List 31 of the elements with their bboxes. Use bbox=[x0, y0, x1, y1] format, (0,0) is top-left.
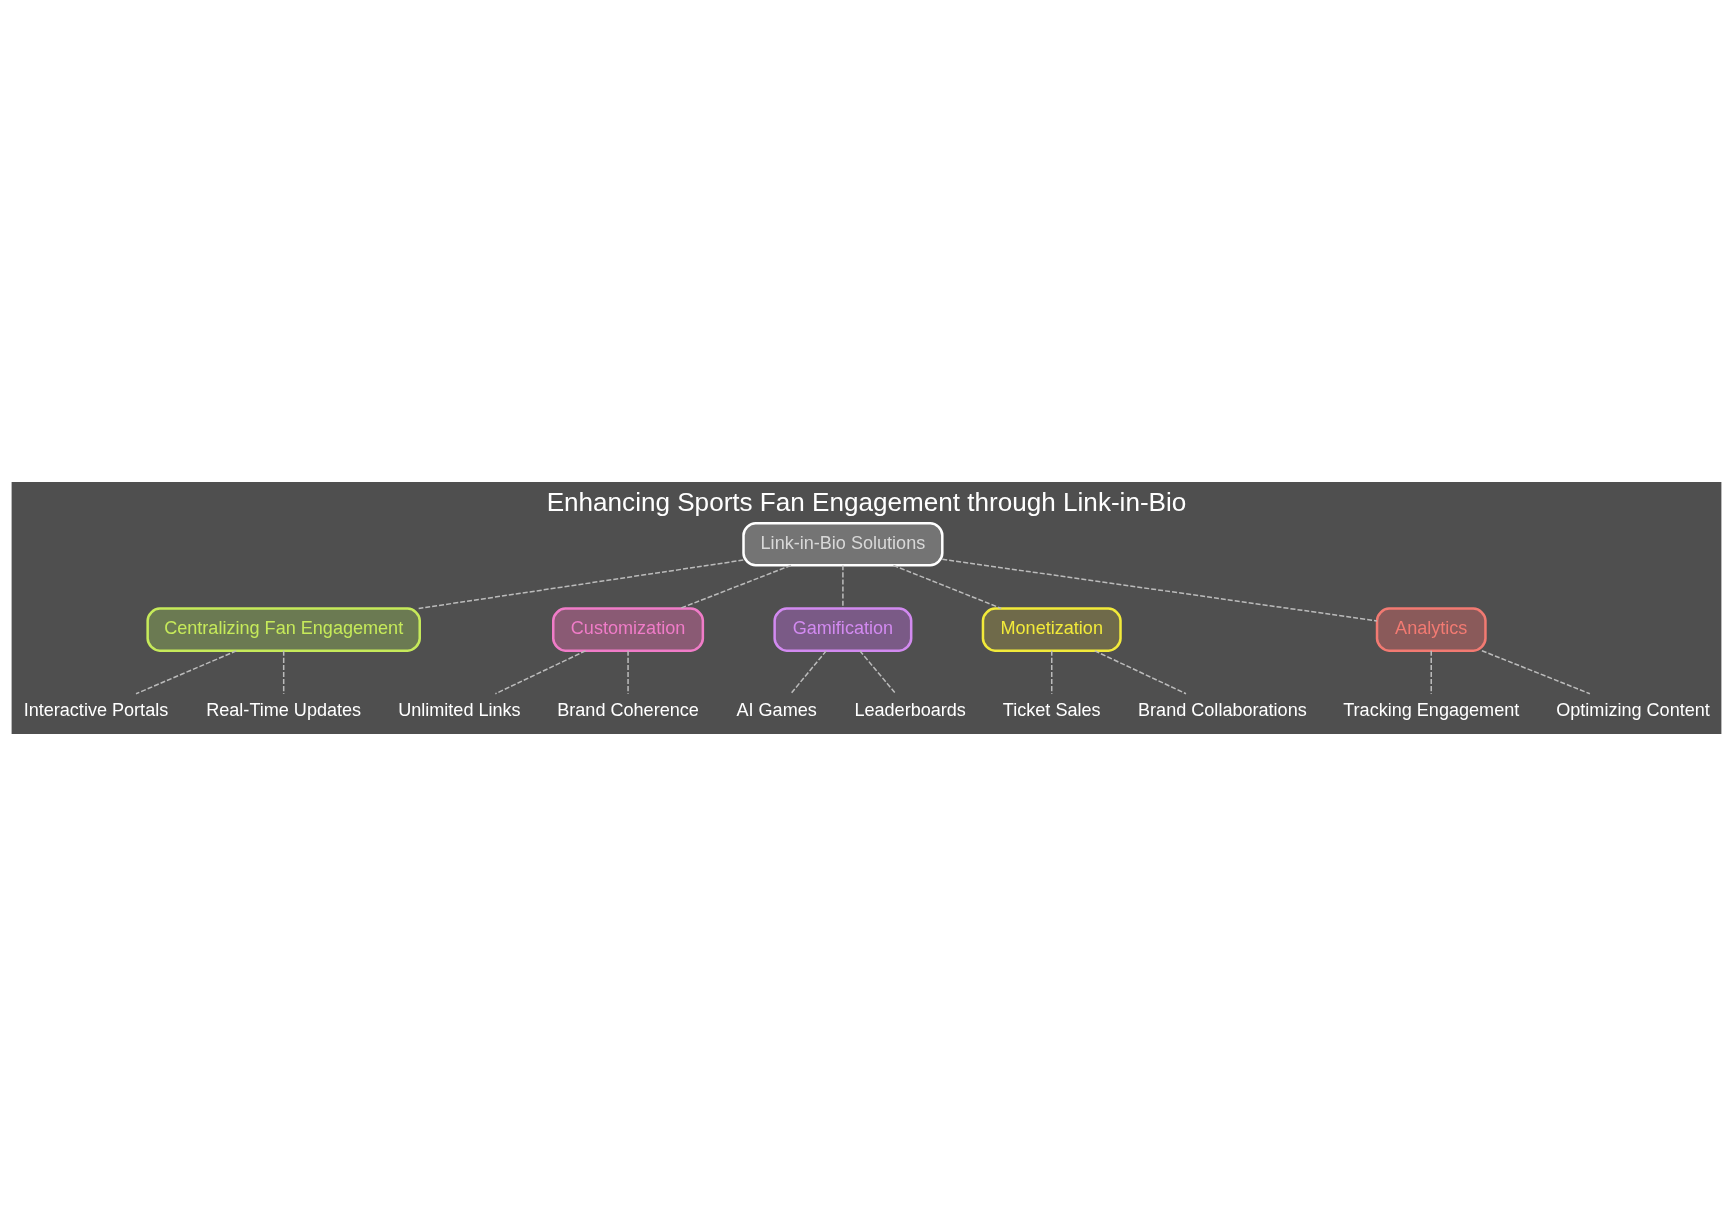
node-box: Centralizing Fan Engagement bbox=[145, 607, 421, 652]
node-text: Brand Collaborations bbox=[1137, 700, 1307, 721]
node-text: Leaderboards bbox=[853, 700, 966, 721]
node-text: Optimizing Content bbox=[1555, 700, 1710, 721]
connector bbox=[626, 650, 629, 695]
node-text: Brand Coherence bbox=[556, 700, 699, 721]
connector bbox=[417, 559, 744, 610]
connector bbox=[1093, 650, 1187, 695]
connector bbox=[134, 650, 237, 695]
node-text: Unlimited Links bbox=[397, 700, 521, 721]
connector bbox=[892, 564, 1002, 610]
connector bbox=[1430, 650, 1432, 695]
connector bbox=[1480, 650, 1591, 695]
node-text: Tracking Engagement bbox=[1342, 700, 1519, 721]
connector bbox=[858, 650, 896, 695]
connector bbox=[678, 564, 792, 610]
connector bbox=[941, 558, 1378, 622]
node-text: Real-Time Updates bbox=[205, 700, 361, 721]
connector bbox=[282, 650, 284, 695]
node-box: Link-in-Bio Solutions bbox=[741, 521, 944, 567]
node-box: Analytics bbox=[1375, 607, 1487, 652]
node-box: Customization bbox=[551, 607, 704, 652]
node-box: Monetization bbox=[981, 607, 1122, 652]
connector bbox=[1050, 650, 1052, 695]
connector bbox=[494, 650, 586, 695]
node-text: Ticket Sales bbox=[1002, 700, 1101, 721]
node-text: AI Games bbox=[735, 700, 817, 721]
node-box: Gamification bbox=[772, 607, 912, 652]
diagram-title: Enhancing Sports Fan Engagement through Link-in-Bio bbox=[546, 486, 1186, 517]
node-text: Interactive Portals bbox=[23, 700, 168, 721]
connector bbox=[789, 650, 827, 695]
